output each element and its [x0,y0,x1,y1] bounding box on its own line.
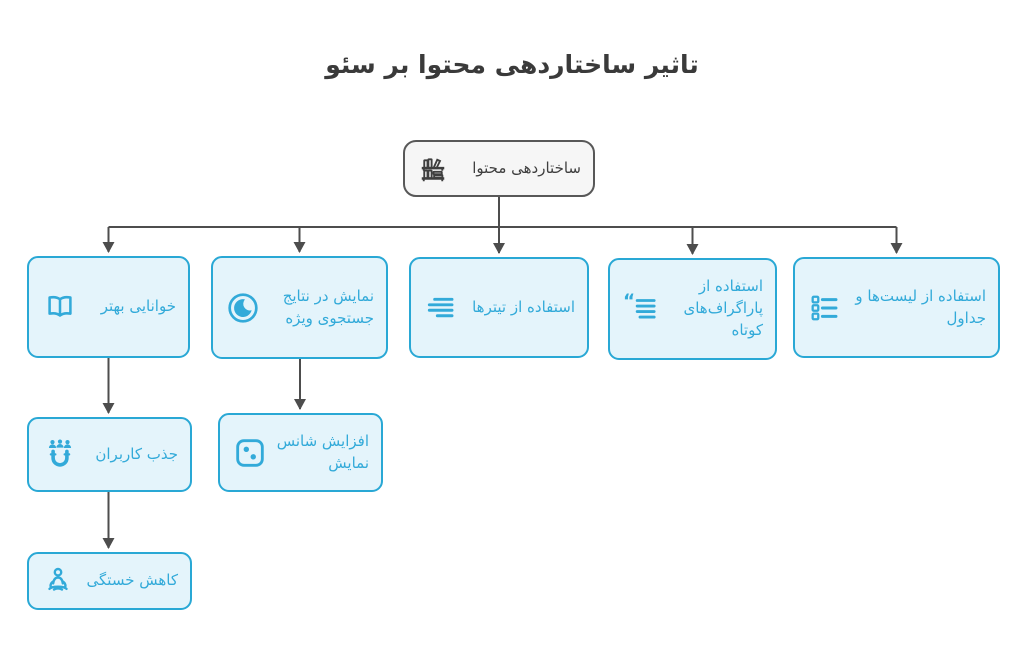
magnet-users-icon [42,437,78,473]
node-better-readability: خوانایی بهتر [27,256,190,358]
node-featured-search-results: نمایش در نتایج جستجوی ویژه [211,256,388,359]
node-attract-users: جذب کاربران [27,417,192,492]
node-label: نمایش در نتایج جستجوی ویژه [282,286,374,327]
node-short-paragraphs: “ استفاده از پاراگراف‌های کوتاه [608,258,777,360]
node-label: ساختاردهی محتوا [472,158,581,177]
svg-text:“: “ [623,292,635,312]
quote-paragraph-icon: “ [623,292,657,326]
node-label: استفاده از پاراگراف‌های کوتاه [683,277,763,339]
open-book-icon [42,291,78,323]
text-lines-icon [424,292,456,324]
bookshelf-icon [418,154,448,184]
node-content-structuring: ساختاردهی محتوا [403,140,595,197]
meditation-icon [42,565,74,597]
moon-circle-icon [226,291,260,325]
node-increase-display-chance: افزایش شانس نمایش [218,413,383,492]
diagram-title: تاثیر ساختاردهی محتوا بر سئو [325,50,699,79]
node-label: افزایش شانس نمایش [276,431,369,472]
node-label: استفاده از تیترها [472,297,575,316]
node-lists-and-tables: استفاده از لیست‌ها و جداول [793,257,1000,358]
node-label: جذب کاربران [95,444,178,463]
node-label: کاهش خستگی [86,571,178,590]
node-use-headings: استفاده از تیترها [409,257,589,358]
node-reduce-fatigue: کاهش خستگی [27,552,192,610]
node-label: خوانایی بهتر [100,297,176,316]
node-label: استفاده از لیست‌ها و جداول [855,286,986,327]
list-icon [808,292,840,324]
dice-icon [233,436,267,470]
